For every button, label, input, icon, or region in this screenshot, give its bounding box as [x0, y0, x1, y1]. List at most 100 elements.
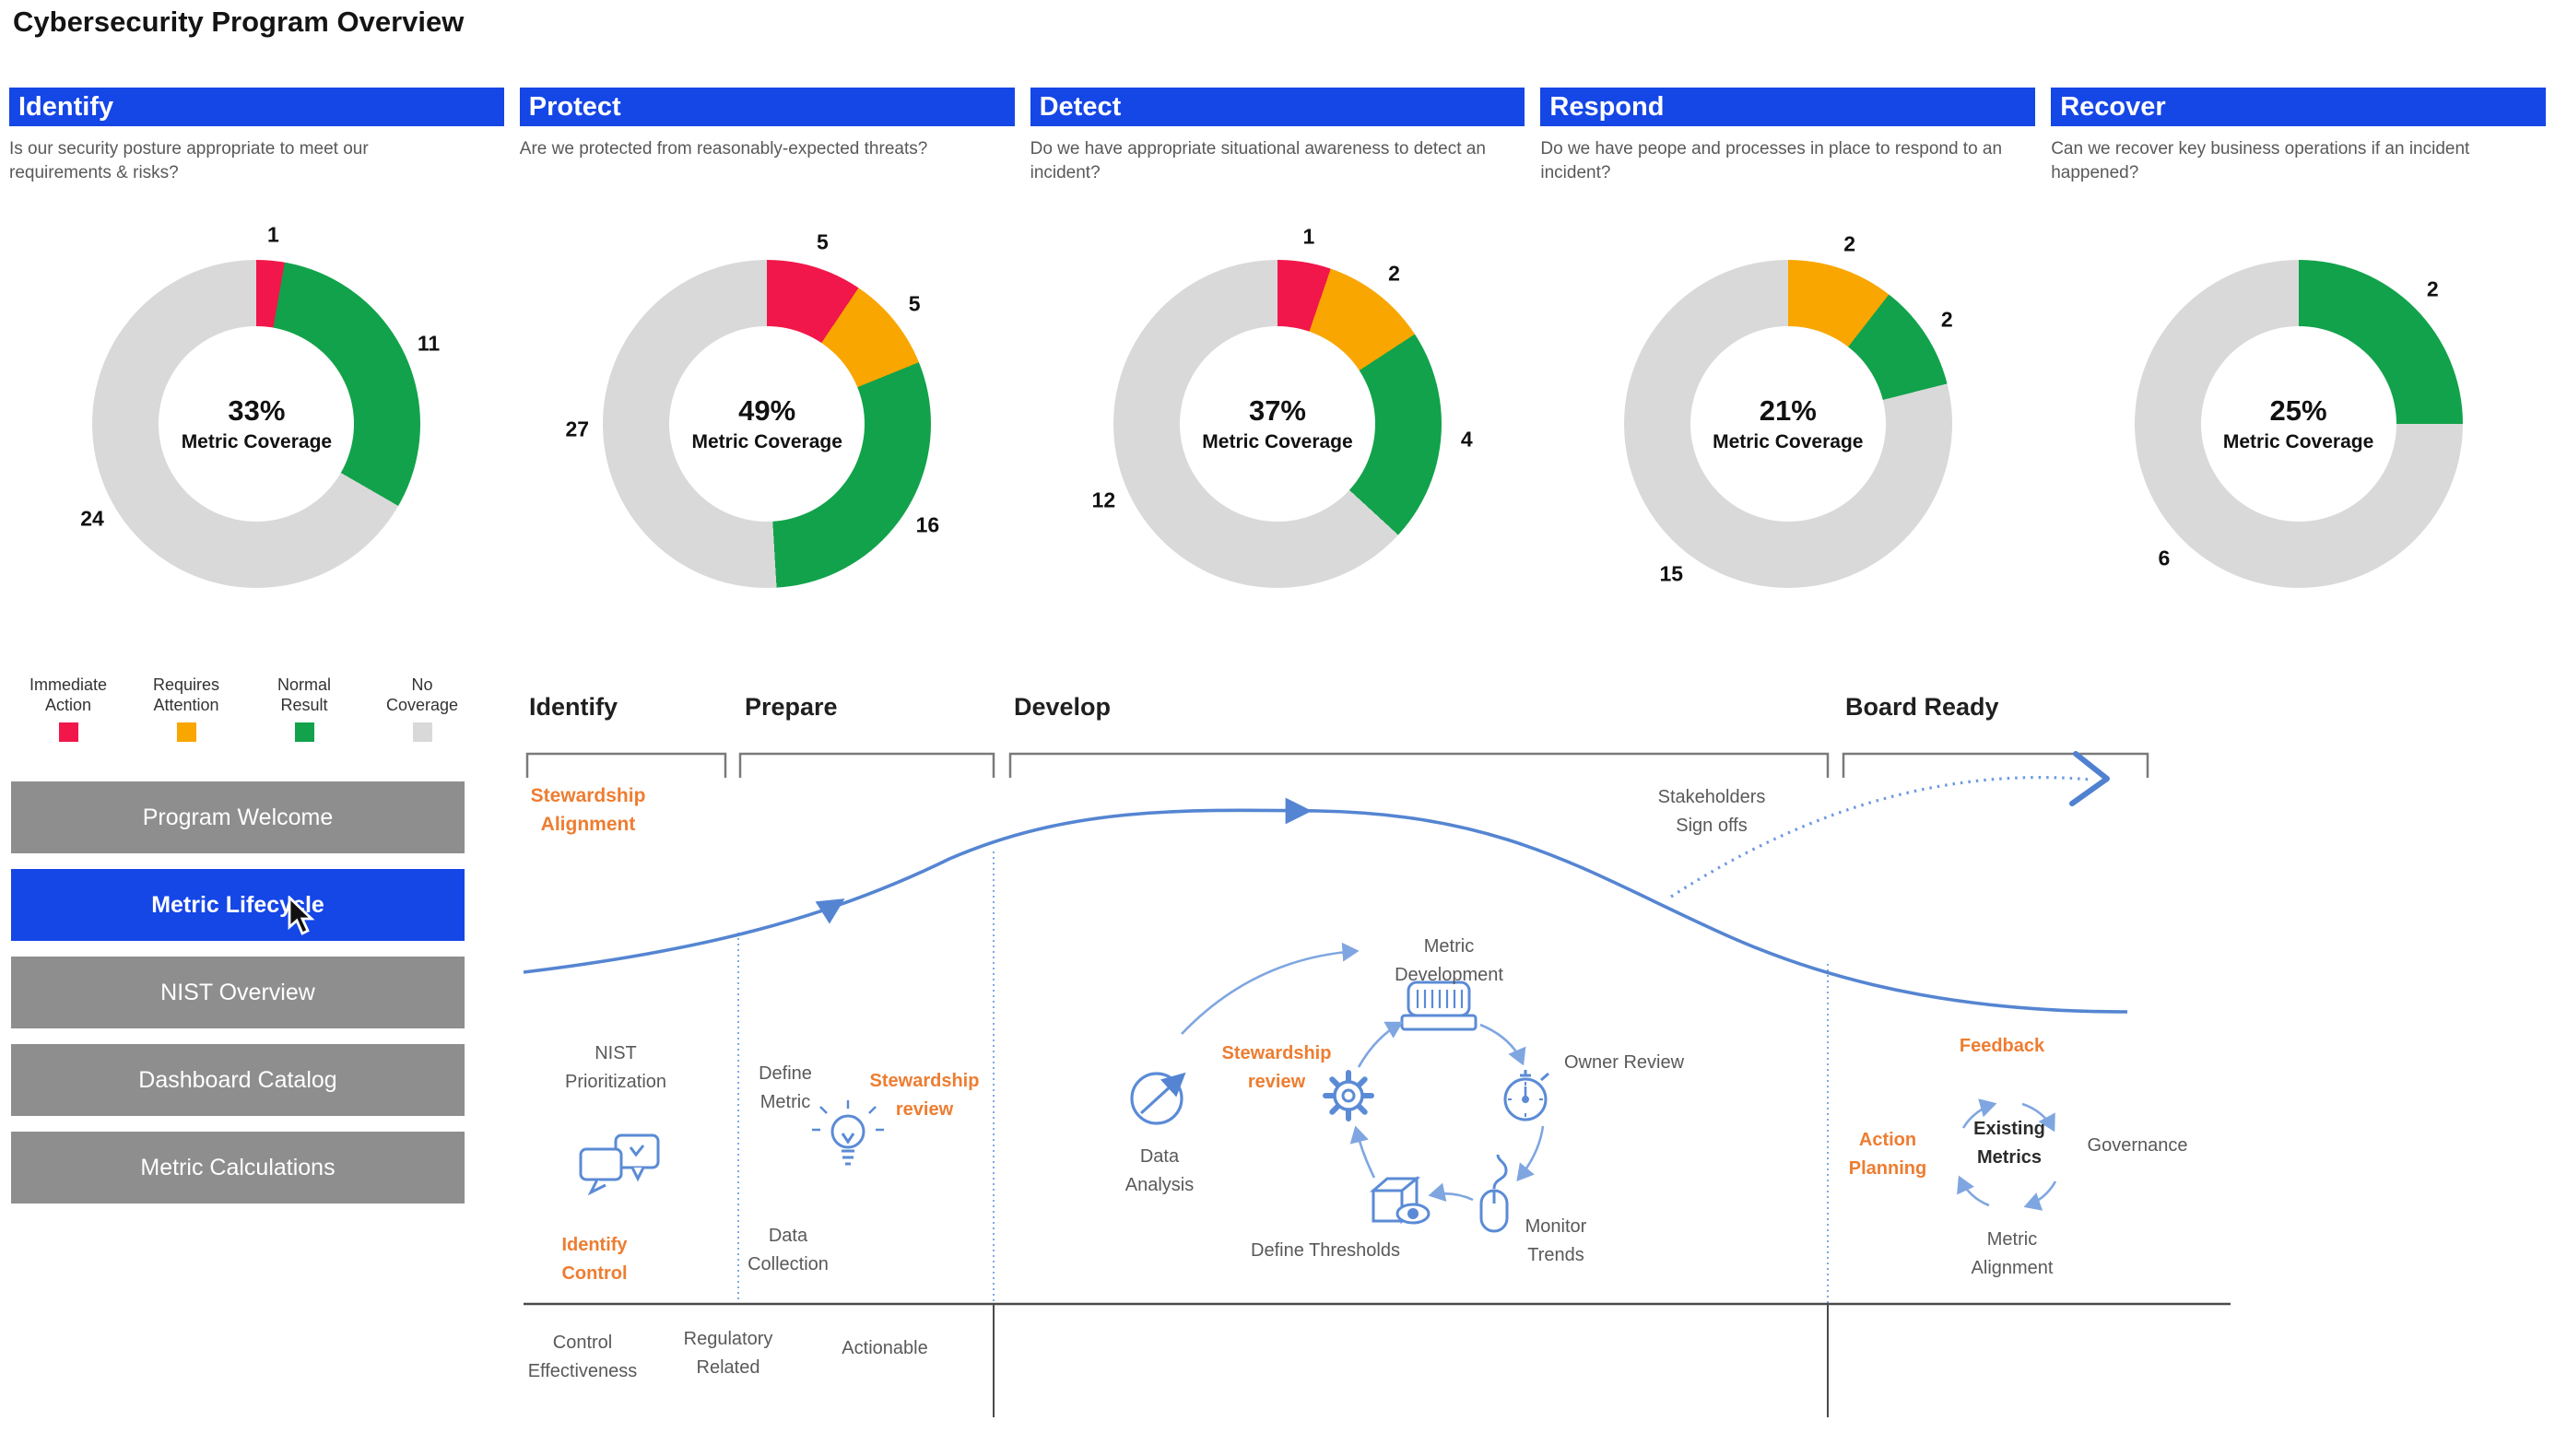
label-governance: Governance — [2087, 1135, 2188, 1156]
panel-header-respond: Respond — [1540, 88, 2036, 126]
donut-value-label: 6 — [2158, 546, 2171, 570]
legend-item-no-coverage: No Coverage — [363, 675, 481, 746]
label-monitor-trends: Monitor Trends — [1525, 1216, 1587, 1265]
panel-header-identify: Identify — [9, 88, 504, 126]
status-legend: Immediate Action Requires Attention Norm… — [9, 675, 481, 746]
label-feedback: Feedback — [1959, 1036, 2045, 1056]
donut-value-label: 2 — [2426, 276, 2439, 301]
phase-header-board-ready: Board Ready — [1845, 693, 1999, 721]
panel-header-detect: Detect — [1030, 88, 1525, 126]
coverage-label: Metric Coverage — [1713, 431, 1864, 452]
immediate-action-swatch — [58, 722, 78, 742]
donut-ring — [1113, 260, 1442, 588]
phase-brackets — [525, 752, 2149, 778]
donut-value-label: 4 — [1460, 427, 1473, 452]
donut-value-label: 27 — [565, 417, 590, 441]
donut-ring — [603, 260, 932, 588]
coverage-percent: 37% — [1248, 394, 1306, 427]
panel-header-recover: Recover — [2051, 88, 2546, 126]
gear-icon — [1323, 1070, 1374, 1121]
panel-detect: Detect Do we have appropriate situationa… — [1030, 88, 1525, 604]
donut-value-label: 5 — [816, 229, 829, 254]
phase-header-identify: Identify — [529, 693, 618, 721]
donut-value-label: 24 — [80, 506, 104, 531]
donut-value-label: 1 — [266, 222, 279, 247]
phase-header-prepare: Prepare — [745, 693, 838, 721]
donut-value-label: 5 — [908, 291, 921, 316]
mouse-cursor-icon — [288, 896, 315, 935]
coverage-label: Metric Coverage — [1202, 431, 1353, 452]
label-define-metric: Define Metric — [759, 1063, 812, 1112]
donut-value-label: 16 — [915, 512, 940, 537]
page-title: Cybersecurity Program Overview — [13, 6, 465, 38]
nav-button-program-welcome[interactable]: Program Welcome — [11, 781, 465, 853]
analysis-to-development-arrow — [1181, 942, 1360, 1035]
label-data-collection: Data Collection — [748, 1226, 829, 1274]
donut-ring — [2134, 260, 2463, 588]
label-metric-alignment: Metric Alignment — [1971, 1229, 2054, 1278]
label-existing-metrics: Existing Metrics — [1973, 1119, 2045, 1168]
panel-recover: Recover Can we recover key business oper… — [2051, 88, 2546, 604]
panel-respond: Respond Do we have peope and processes i… — [1540, 88, 2036, 604]
label-identify-control: Identify Control — [561, 1235, 628, 1284]
coverage-percent: 33% — [228, 394, 286, 427]
donut-chart-respond: 21% Metric Coverage 2 2 15 — [1623, 232, 1953, 588]
legend-item-requires-attention: Requires Attention — [127, 675, 245, 746]
label-define-thresholds: Define Thresholds — [1251, 1240, 1400, 1261]
coverage-label: Metric Coverage — [691, 431, 842, 452]
nav-button-nist-overview[interactable]: NIST Overview — [11, 957, 465, 1028]
coverage-percent: 49% — [738, 394, 796, 427]
donut-value-label: 12 — [1091, 487, 1116, 512]
nav-button-metric-lifecycle[interactable]: Metric Lifecycle — [11, 869, 465, 941]
donut-center: 49% Metric Coverage — [603, 394, 931, 453]
donut-value-label: 1 — [1302, 224, 1315, 249]
donut-value-label: 15 — [1659, 561, 1684, 586]
lifecycle-curve — [523, 808, 2128, 1014]
legend-item-normal-result: Normal Result — [245, 675, 363, 746]
coverage-label: Metric Coverage — [2222, 431, 2374, 452]
donut-center: 37% Metric Coverage — [1113, 394, 1442, 453]
signoff-arrowhead-icon — [2069, 751, 2110, 806]
donut-center: 33% Metric Coverage — [92, 394, 420, 453]
curve-arrow-1-icon — [815, 898, 845, 924]
label-stewardship-review-develop: Stewardship review — [1221, 1043, 1332, 1092]
panel-question-identify: Is our security posture appropriate to m… — [9, 139, 369, 182]
nav-button-metric-calculations[interactable]: Metric Calculations — [11, 1132, 465, 1204]
label-regulatory-related: Regulatory Related — [683, 1329, 773, 1378]
nav-button-dashboard-catalog[interactable]: Dashboard Catalog — [11, 1044, 465, 1116]
computer-mouse-icon — [1479, 1154, 1509, 1233]
panel-question-recover: Can we recover key business operations i… — [2051, 139, 2470, 182]
donut-value-label: 2 — [1843, 231, 1856, 256]
label-metric-development: Metric Development — [1395, 936, 1503, 985]
coverage-label: Metric Coverage — [181, 431, 333, 452]
panel-question-detect: Do we have appropriate situational aware… — [1030, 139, 1486, 182]
label-stewardship-review-prepare: Stewardship review — [869, 1071, 980, 1120]
chat-bubbles-icon — [579, 1133, 660, 1196]
stopwatch-icon — [1503, 1070, 1549, 1121]
nist-panels: Identify Is our security posture appropr… — [9, 88, 2546, 604]
panel-identify: Identify Is our security posture appropr… — [9, 88, 504, 604]
panel-question-protect: Are we protected from reasonably-expecte… — [519, 139, 928, 159]
donut-ring — [1623, 260, 1952, 588]
label-actionable: Actionable — [842, 1338, 928, 1358]
coverage-percent: 25% — [2269, 394, 2327, 427]
no-coverage-swatch — [412, 722, 432, 742]
label-stakeholders-signoffs: Stakeholders Sign offs — [1657, 787, 1766, 836]
label-nist-prioritization: NIST Prioritization — [564, 1043, 667, 1092]
coverage-percent: 21% — [1759, 394, 1817, 427]
label-action-planning: Action Planning — [1848, 1130, 1927, 1179]
normal-result-swatch — [294, 722, 314, 742]
panel-question-respond: Do we have peope and processes in place … — [1540, 139, 2003, 182]
label-control-effectiveness: Control Effectiveness — [527, 1333, 638, 1381]
donut-chart-recover: 25% Metric Coverage 2 6 — [2134, 260, 2463, 588]
donut-center: 21% Metric Coverage — [1624, 394, 1952, 453]
label-data-analysis: Data Analysis — [1124, 1146, 1195, 1195]
data-analysis-compass-icon — [1130, 1072, 1186, 1125]
donut-value-label: 2 — [1940, 307, 1953, 332]
legend-item-immediate-action: Immediate Action — [9, 675, 127, 746]
donut-value-label: 11 — [417, 331, 441, 356]
panel-header-protect: Protect — [519, 88, 1015, 126]
donut-center: 25% Metric Coverage — [2135, 394, 2463, 453]
